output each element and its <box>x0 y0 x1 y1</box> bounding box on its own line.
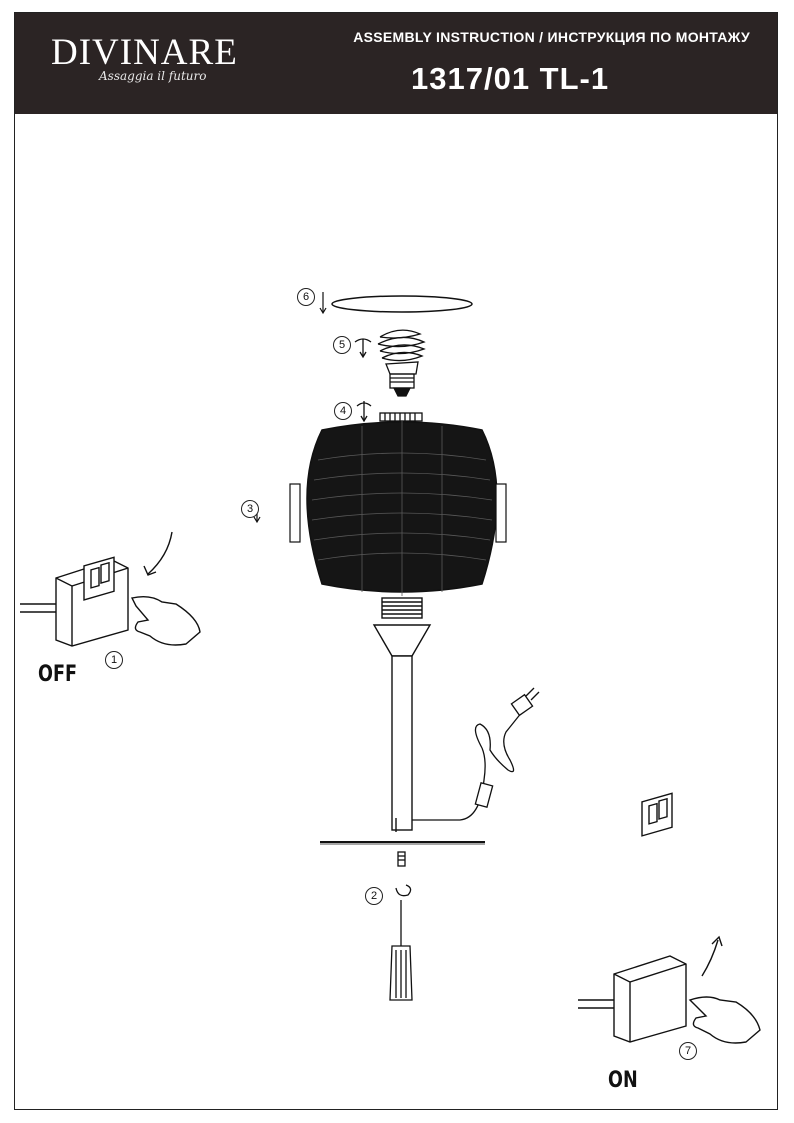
switch-on-label: ON <box>608 1068 638 1093</box>
switch-off-label: OFF <box>38 662 78 687</box>
step-2-badge: 2 <box>365 887 383 905</box>
step-6-badge: 6 <box>297 288 315 306</box>
brand-logo: DIVINARE <box>51 32 238 73</box>
document-title: ASSEMBLY INSTRUCTION / ИНСТРУКЦИЯ ПО МОН… <box>353 29 750 45</box>
woven-shade <box>253 420 507 596</box>
ring-nut <box>356 401 423 423</box>
wall-switch-on <box>578 792 761 1044</box>
lamp-body <box>320 597 485 845</box>
power-cord <box>412 687 540 821</box>
step-3-badge: 3 <box>241 500 259 518</box>
screwdriver <box>389 851 413 1001</box>
step-1-badge: 1 <box>105 651 123 669</box>
instruction-sheet: DIVINARE Assaggia il futuro ASSEMBLY INS… <box>14 12 778 1110</box>
wall-switch-off <box>20 531 201 647</box>
step-4-badge: 4 <box>334 402 352 420</box>
spiral-bulb <box>354 329 426 397</box>
brand-tagline: Assaggia il futuro <box>99 69 207 83</box>
header-bar: DIVINARE Assaggia il futuro ASSEMBLY INS… <box>15 13 777 114</box>
diffuser-disc <box>319 292 473 315</box>
step-7-badge: 7 <box>679 1042 697 1060</box>
model-number: 1317/01 TL-1 <box>411 61 610 96</box>
step-5-badge: 5 <box>333 336 351 354</box>
